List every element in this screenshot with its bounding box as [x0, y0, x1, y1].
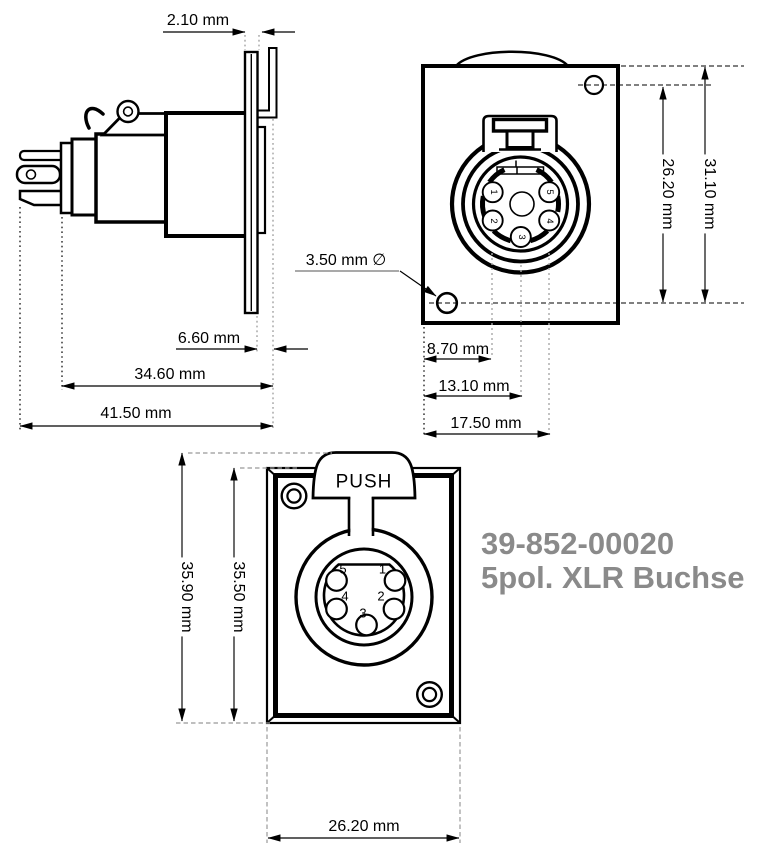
- front-pin-4: 4: [543, 217, 555, 224]
- part-number: 39-852-00020: [481, 526, 675, 561]
- panel-pin-2: 2: [377, 588, 385, 604]
- panel-pin-5: 5: [339, 561, 347, 577]
- dim-plate-height: 35.50 mm: [228, 557, 248, 637]
- dim-body-depth: 34.60 mm: [134, 366, 206, 383]
- panel-pin-3: 3: [359, 605, 367, 621]
- dim-hole-spacing: 26.20 mm: [657, 154, 677, 234]
- front-pin-5: 5: [543, 189, 555, 195]
- extension-lines: [19, 35, 744, 843]
- panel-pin-4: 4: [341, 588, 349, 604]
- dim-pin-column-2: 13.10 mm: [438, 378, 510, 395]
- dim-rear-depth: 6.60 mm: [177, 330, 241, 347]
- dim-total-depth: 41.50 mm: [100, 405, 172, 422]
- dim-outer-height: 35.90 mm: [176, 557, 196, 637]
- dim-panel-height: 31.10 mm: [699, 154, 719, 234]
- side-view-linework: [15, 47, 278, 315]
- dim-pin-column-1: 8.70 mm: [426, 341, 490, 358]
- part-name: 5pol. XLR Buchse: [481, 560, 745, 595]
- dim-plate-width: 26.20 mm: [328, 818, 400, 835]
- dim-mount-hole-diameter: 3.50 mm ∅: [305, 252, 387, 269]
- push-label: PUSH: [335, 471, 393, 493]
- panel-pin-1: 1: [378, 561, 387, 577]
- front-pin-1: 1: [487, 189, 499, 195]
- dim-flange-thickness: 2.10 mm: [166, 12, 230, 29]
- front-pin-3: 3: [515, 234, 527, 240]
- panel-view-linework: [265, 451, 462, 725]
- dim-pin-column-3: 17.50 mm: [450, 415, 522, 432]
- front-pin-2: 2: [487, 217, 499, 224]
- front-view-linework: [421, 50, 620, 325]
